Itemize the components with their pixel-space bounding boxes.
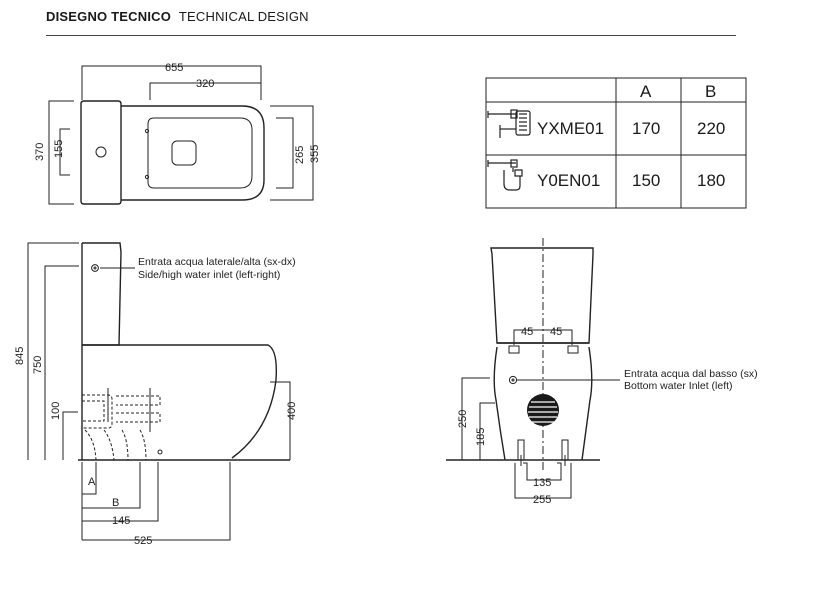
dim-370: 370 bbox=[34, 143, 46, 161]
dim-265: 265 bbox=[294, 146, 306, 164]
dim-655: 655 bbox=[165, 62, 183, 74]
bottom-inlet-note-it: Entrata acqua dal basso (sx) bbox=[624, 368, 758, 380]
dim-525: 525 bbox=[134, 535, 152, 547]
table-header-b: B bbox=[705, 82, 716, 101]
dim-320: 320 bbox=[196, 78, 214, 90]
dim-155: 155 bbox=[53, 140, 65, 158]
dim-a: A bbox=[88, 476, 96, 488]
table-code: Y0EN01 bbox=[537, 171, 600, 190]
table-cell-a: 170 bbox=[632, 119, 660, 138]
dim-250: 250 bbox=[457, 410, 469, 428]
table-cell-b: 220 bbox=[697, 119, 725, 138]
p-trap-icon bbox=[487, 109, 531, 138]
dim-145: 145 bbox=[112, 515, 130, 527]
dim-45-right: 45 bbox=[550, 326, 562, 338]
drain-outlet-icon bbox=[527, 394, 559, 426]
dim-45-left: 45 bbox=[521, 326, 533, 338]
side-view bbox=[27, 242, 291, 541]
code-table bbox=[485, 77, 747, 209]
dim-b: B bbox=[112, 497, 119, 509]
dim-100: 100 bbox=[50, 402, 62, 420]
dim-185: 185 bbox=[475, 428, 487, 446]
header-divider bbox=[46, 35, 736, 36]
s-trap-icon bbox=[487, 159, 523, 191]
side-inlet-note-it: Entrata acqua laterale/alta (sx-dx) bbox=[138, 256, 296, 268]
side-inlet-note-en: Side/high water inlet (left-right) bbox=[138, 269, 280, 281]
table-code: YXME01 bbox=[537, 119, 604, 138]
title-italian: DISEGNO TECNICO bbox=[46, 9, 172, 24]
dim-135: 135 bbox=[533, 477, 551, 489]
dim-750: 750 bbox=[32, 356, 44, 374]
page-header: DISEGNO TECNICO TECHNICAL DESIGN bbox=[46, 9, 309, 24]
top-view bbox=[48, 65, 314, 205]
table-header-a: A bbox=[640, 82, 652, 101]
dim-845: 845 bbox=[14, 347, 26, 365]
dim-255: 255 bbox=[533, 494, 551, 506]
table-cell-a: 150 bbox=[632, 171, 660, 190]
title-english: TECHNICAL DESIGN bbox=[178, 9, 309, 24]
dim-400: 400 bbox=[286, 402, 298, 420]
table-cell-b: 180 bbox=[697, 171, 725, 190]
bottom-inlet-note-en: Bottom water Inlet (left) bbox=[624, 380, 733, 392]
dim-355: 355 bbox=[309, 145, 321, 163]
front-view bbox=[446, 238, 620, 499]
